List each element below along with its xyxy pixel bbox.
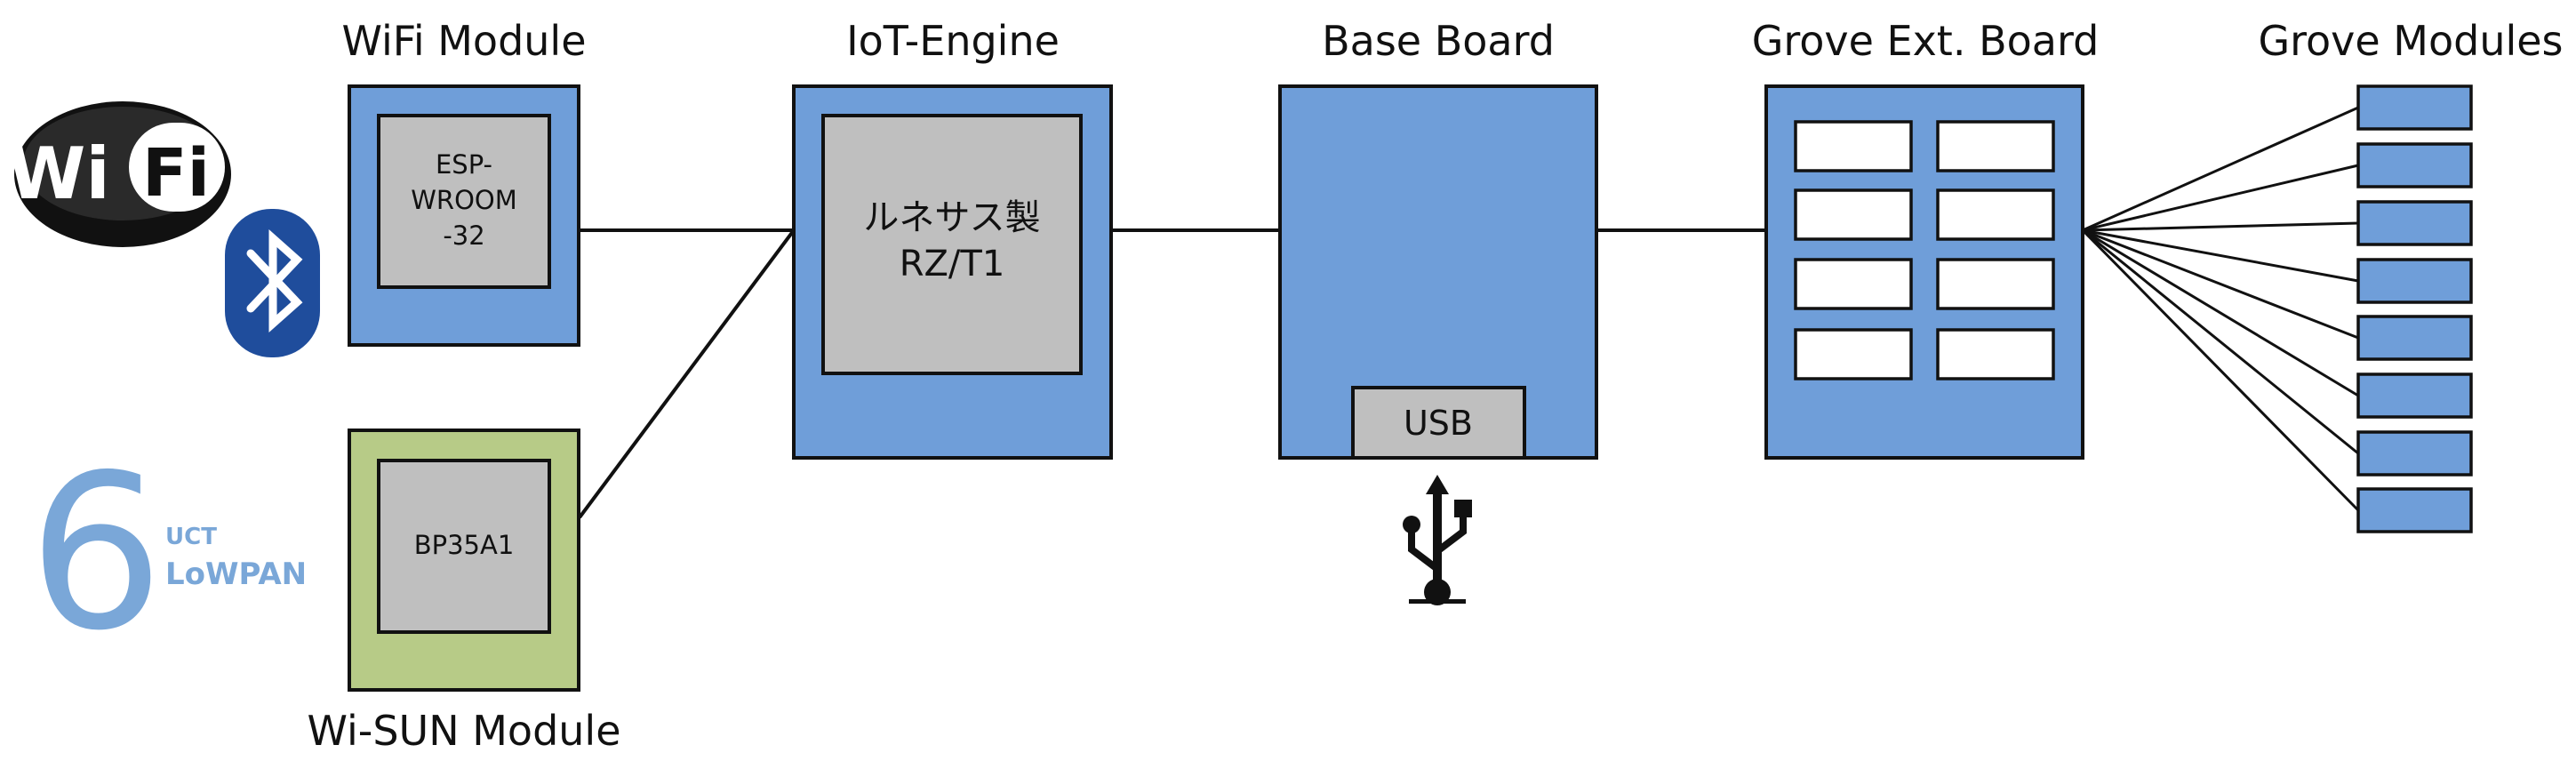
grove-fanout-line [2082,221,2359,232]
wifi-chip-line-2: WROOM [411,185,517,215]
grove-fanout-line [2082,228,2359,283]
grove-fanout-line [2081,228,2360,512]
wifi-module: ESP- WROOM -32 [348,84,580,347]
sixlowpan-logo: 6 UCT LoWPAN [28,429,307,677]
rz-t1-chip [821,114,1083,375]
usb-port [1351,386,1526,460]
usb-port-label: USB [1404,404,1473,443]
bp35a1-chip [377,459,551,634]
wifi-chip-line-1: ESP- [436,149,492,180]
grove-module-box [2356,84,2473,131]
grove-connector-slot [1936,258,2055,310]
grove-modules [2356,84,2473,533]
connections [578,228,1766,519]
grove-connector-slot [1794,328,1913,380]
iot-engine-title: IoT-Engine [846,17,1060,65]
grove-connector-slots [1794,120,2055,380]
grove-fanout-line [2082,228,2359,340]
grove-fanout-lines [2081,106,2360,512]
wifi-logo-text-fi: Fi [142,135,210,212]
wisun-chip-label: BP35A1 [414,530,515,560]
grove-module-box [2356,487,2473,533]
sixlowpan-big-text: LoWPAN [165,557,307,592]
wisun-module: BP35A1 [348,429,580,692]
wifi-chip-line-3: -32 [443,220,484,251]
grove-connector-slot [1936,120,2055,172]
iot-chip-line-2: RZ/T1 [900,244,1005,284]
wifi-logo-text-wi: Wi [7,132,110,215]
base-board-title: Base Board [1322,17,1555,65]
grove-connector-slot [1794,120,1913,172]
grove-module-box [2356,372,2473,419]
grove-connector-slot [1794,258,1913,310]
grove-fanout-line [2082,106,2359,232]
grove-module-box [2356,258,2473,304]
usb-icon [1403,475,1472,605]
wisun-to-iot-line [578,228,796,519]
grove-connector-slot [1936,328,2055,380]
iot-engine: ルネサス製 RZ/T1 [792,84,1113,460]
sixlowpan-digit: 6 [28,429,164,677]
grove-ext-board-title: Grove Ext. Board [1752,17,2100,65]
grove-fanout-line [2082,228,2359,397]
esp-wroom-32-chip [377,114,551,289]
wisun-module-title: Wi-SUN Module [307,707,620,755]
grove-module-box [2356,200,2473,246]
grove-connector-slot [1794,188,1913,241]
grove-fanout-line [2082,164,2359,232]
sixlowpan-small-text: UCT [165,524,217,550]
grove-module-box [2356,430,2473,477]
base-board: USB [1278,84,1598,460]
bluetooth-icon [225,209,320,357]
grove-fanout-line [2082,228,2359,455]
grove-module-box [2356,142,2473,188]
iot-chip-line-1: ルネサス製 [863,197,1040,238]
grove-module-box [2356,315,2473,361]
grove-ext-board [1764,84,2084,460]
wifi-logo: Wi Fi [7,101,231,247]
grove-modules-title: Grove Modules [2258,17,2563,65]
wifi-module-title: WiFi Module [341,17,586,65]
grove-connector-slot [1936,188,2055,241]
